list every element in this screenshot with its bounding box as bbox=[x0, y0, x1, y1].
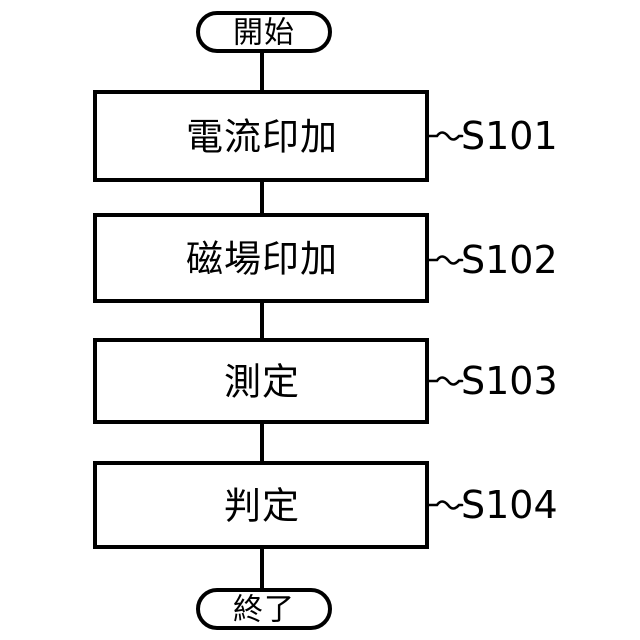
step-ref-step-2: S102 bbox=[461, 238, 558, 282]
leader-line-step-2 bbox=[427, 255, 464, 265]
end-terminator-label: 終了 bbox=[233, 593, 295, 628]
process-box-step-4 bbox=[93, 461, 429, 549]
leader-line-step-3 bbox=[427, 376, 464, 386]
process-box-step-2 bbox=[93, 213, 429, 303]
leader-line-step-4 bbox=[427, 500, 464, 510]
start-terminator bbox=[196, 11, 332, 53]
step-ref-step-1: S101 bbox=[461, 114, 558, 158]
step-ref-step-3: S103 bbox=[461, 359, 558, 403]
process-box-step-3 bbox=[93, 338, 429, 424]
start-terminator-label: 開始 bbox=[233, 16, 295, 51]
process-box-step-4-label: 判定 bbox=[224, 485, 300, 528]
leader-line-step-1 bbox=[427, 131, 464, 141]
process-box-step-2-label: 磁場印加 bbox=[186, 238, 338, 281]
end-terminator bbox=[196, 588, 332, 630]
process-box-step-1 bbox=[93, 90, 429, 182]
process-box-step-1-label: 電流印加 bbox=[186, 116, 338, 159]
process-box-step-3-label: 測定 bbox=[224, 361, 300, 404]
step-ref-step-4: S104 bbox=[461, 483, 558, 527]
